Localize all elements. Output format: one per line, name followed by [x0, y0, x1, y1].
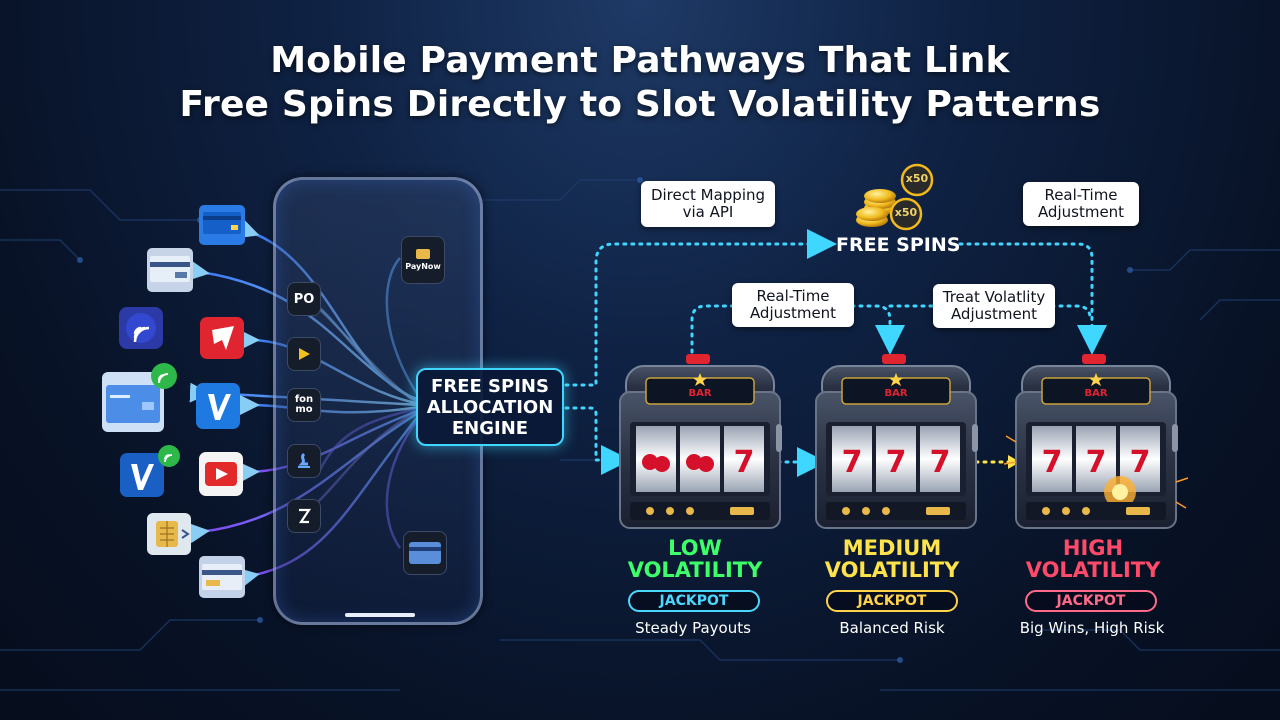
svg-text:7: 7 — [734, 445, 755, 480]
wave-icon — [298, 452, 310, 468]
label-treat-line-2: Adjustment — [950, 305, 1038, 323]
free-spins-label: FREE SPINS — [836, 234, 961, 256]
card-icon — [409, 542, 441, 564]
label-direct-mapping: Direct Mapping via API — [641, 181, 775, 227]
flow-line — [239, 329, 421, 406]
label-treat-volatility: Treat Volatlity Adjustment — [933, 284, 1055, 328]
label-realtime-mid: Real-Time Adjustment — [732, 283, 854, 327]
engine-line-2: ALLOCATION — [426, 396, 554, 418]
path-mid-loop — [850, 304, 905, 355]
nfc-pay-icon — [119, 307, 163, 349]
high-line-1: HIGH — [1062, 536, 1124, 560]
slot-stars — [693, 373, 1103, 386]
play-app-icon — [287, 337, 321, 371]
title-line-2: Free Spins Directly to Slot Volatility P… — [179, 84, 1101, 125]
flow-line — [239, 408, 421, 483]
fonmo-app-icon: fon mo — [287, 388, 321, 422]
sim-card-icon — [147, 513, 191, 555]
svg-text:7: 7 — [930, 445, 951, 480]
venmo-wallet-icon — [120, 445, 180, 497]
medium-line-1: MEDIUM — [842, 536, 942, 560]
engine-line-1: FREE SPINS — [431, 375, 549, 397]
caption-high: Big Wins, High Risk — [1019, 619, 1165, 637]
paynow-label: PayNow — [405, 262, 441, 271]
svg-text:7: 7 — [886, 445, 907, 480]
slot-machine-low: BAR 7 — [619, 354, 782, 529]
jackpot-badge-medium: JACKPOT — [826, 590, 958, 612]
chip-icon — [416, 249, 430, 259]
free-spins-allocation-engine: FREE SPINS ALLOCATION ENGINE — [416, 368, 564, 446]
path-top-loop — [690, 304, 737, 354]
coin-multiplier-1: x50 — [905, 172, 929, 185]
paynow-app-icon: PayNow — [401, 236, 445, 284]
label-direct-mapping-line-1: Direct Mapping — [650, 186, 766, 204]
label-direct-mapping-line-2: via API — [682, 203, 734, 221]
svg-text:7: 7 — [1042, 445, 1063, 480]
bank-card-icon — [147, 248, 193, 292]
path-engine-to-free-spins — [564, 229, 837, 387]
svg-text:BAR: BAR — [1084, 388, 1107, 399]
medium-line-2: VOLATILITY — [824, 558, 960, 582]
venmo-icon — [196, 383, 240, 429]
low-volatility-title: LOW VOLATILITY — [605, 537, 785, 581]
medium-volatility-title: MEDIUM VOLATILITY — [802, 537, 982, 581]
crypto-app-icon — [287, 499, 321, 533]
label-realtime-mid-line-1: Real-Time — [756, 287, 830, 305]
low-line-1: LOW — [668, 536, 722, 560]
po-app-icon: PO — [287, 282, 321, 316]
video-pay-icon — [199, 452, 243, 496]
play-triangle-icon — [299, 348, 310, 360]
high-line-2: VOLATILITY — [1025, 558, 1161, 582]
dotted-paths — [564, 229, 1107, 477]
low-line-2: VOLATILITY — [627, 558, 763, 582]
flow-line — [188, 410, 421, 544]
slot-machine-high: BAR 7 7 7 — [1003, 354, 1189, 529]
red-wallet-icon — [200, 317, 244, 359]
svg-text:BAR: BAR — [884, 388, 907, 399]
label-treat-line-1: Treat Volatlity — [942, 288, 1046, 306]
payment-icons — [102, 205, 245, 598]
crypto-icon — [298, 508, 312, 524]
title-line-1: Mobile Payment Pathways That Link — [270, 40, 1010, 81]
high-volatility-title: HIGH VOLATILITY — [1003, 537, 1183, 581]
contactless-card-icon — [102, 363, 177, 432]
svg-text:7: 7 — [1086, 445, 1107, 480]
path-free-spins-to-high — [950, 242, 1107, 355]
label-realtime-top-line-1: Real-Time — [1044, 186, 1118, 204]
coin-multiplier-2: x50 — [894, 206, 918, 219]
path-engine-to-low — [564, 406, 631, 475]
coin-stack-icon — [856, 163, 934, 231]
label-realtime-top: Real-Time Adjustment — [1023, 182, 1139, 226]
phone-home-bar — [345, 613, 415, 617]
svg-text:7: 7 — [1130, 445, 1151, 480]
circuit-nodes — [77, 177, 1133, 663]
jackpot-badge-high: JACKPOT — [1025, 590, 1157, 612]
label-realtime-top-line-2: Adjustment — [1037, 203, 1125, 221]
fonmo-label: fon mo — [294, 394, 314, 415]
svg-text:BAR: BAR — [688, 388, 711, 399]
po-label: PO — [293, 291, 315, 307]
caption-medium: Balanced Risk — [839, 619, 945, 637]
slot-machine-medium: BAR 7 7 7 — [815, 354, 978, 529]
card-app-icon — [403, 531, 447, 575]
jackpot-badge-low: JACKPOT — [628, 590, 760, 612]
label-realtime-mid-line-2: Adjustment — [749, 304, 837, 322]
debit-card-icon — [199, 556, 245, 598]
wave-app-icon — [287, 444, 321, 478]
caption-low: Steady Payouts — [635, 619, 751, 637]
flow-line — [238, 413, 421, 588]
engine-line-3: ENGINE — [451, 417, 529, 439]
svg-text:7: 7 — [842, 445, 863, 480]
circuit-traces — [0, 179, 1280, 691]
credit-card-icon — [199, 205, 245, 245]
path-right-loop — [1050, 304, 1092, 320]
